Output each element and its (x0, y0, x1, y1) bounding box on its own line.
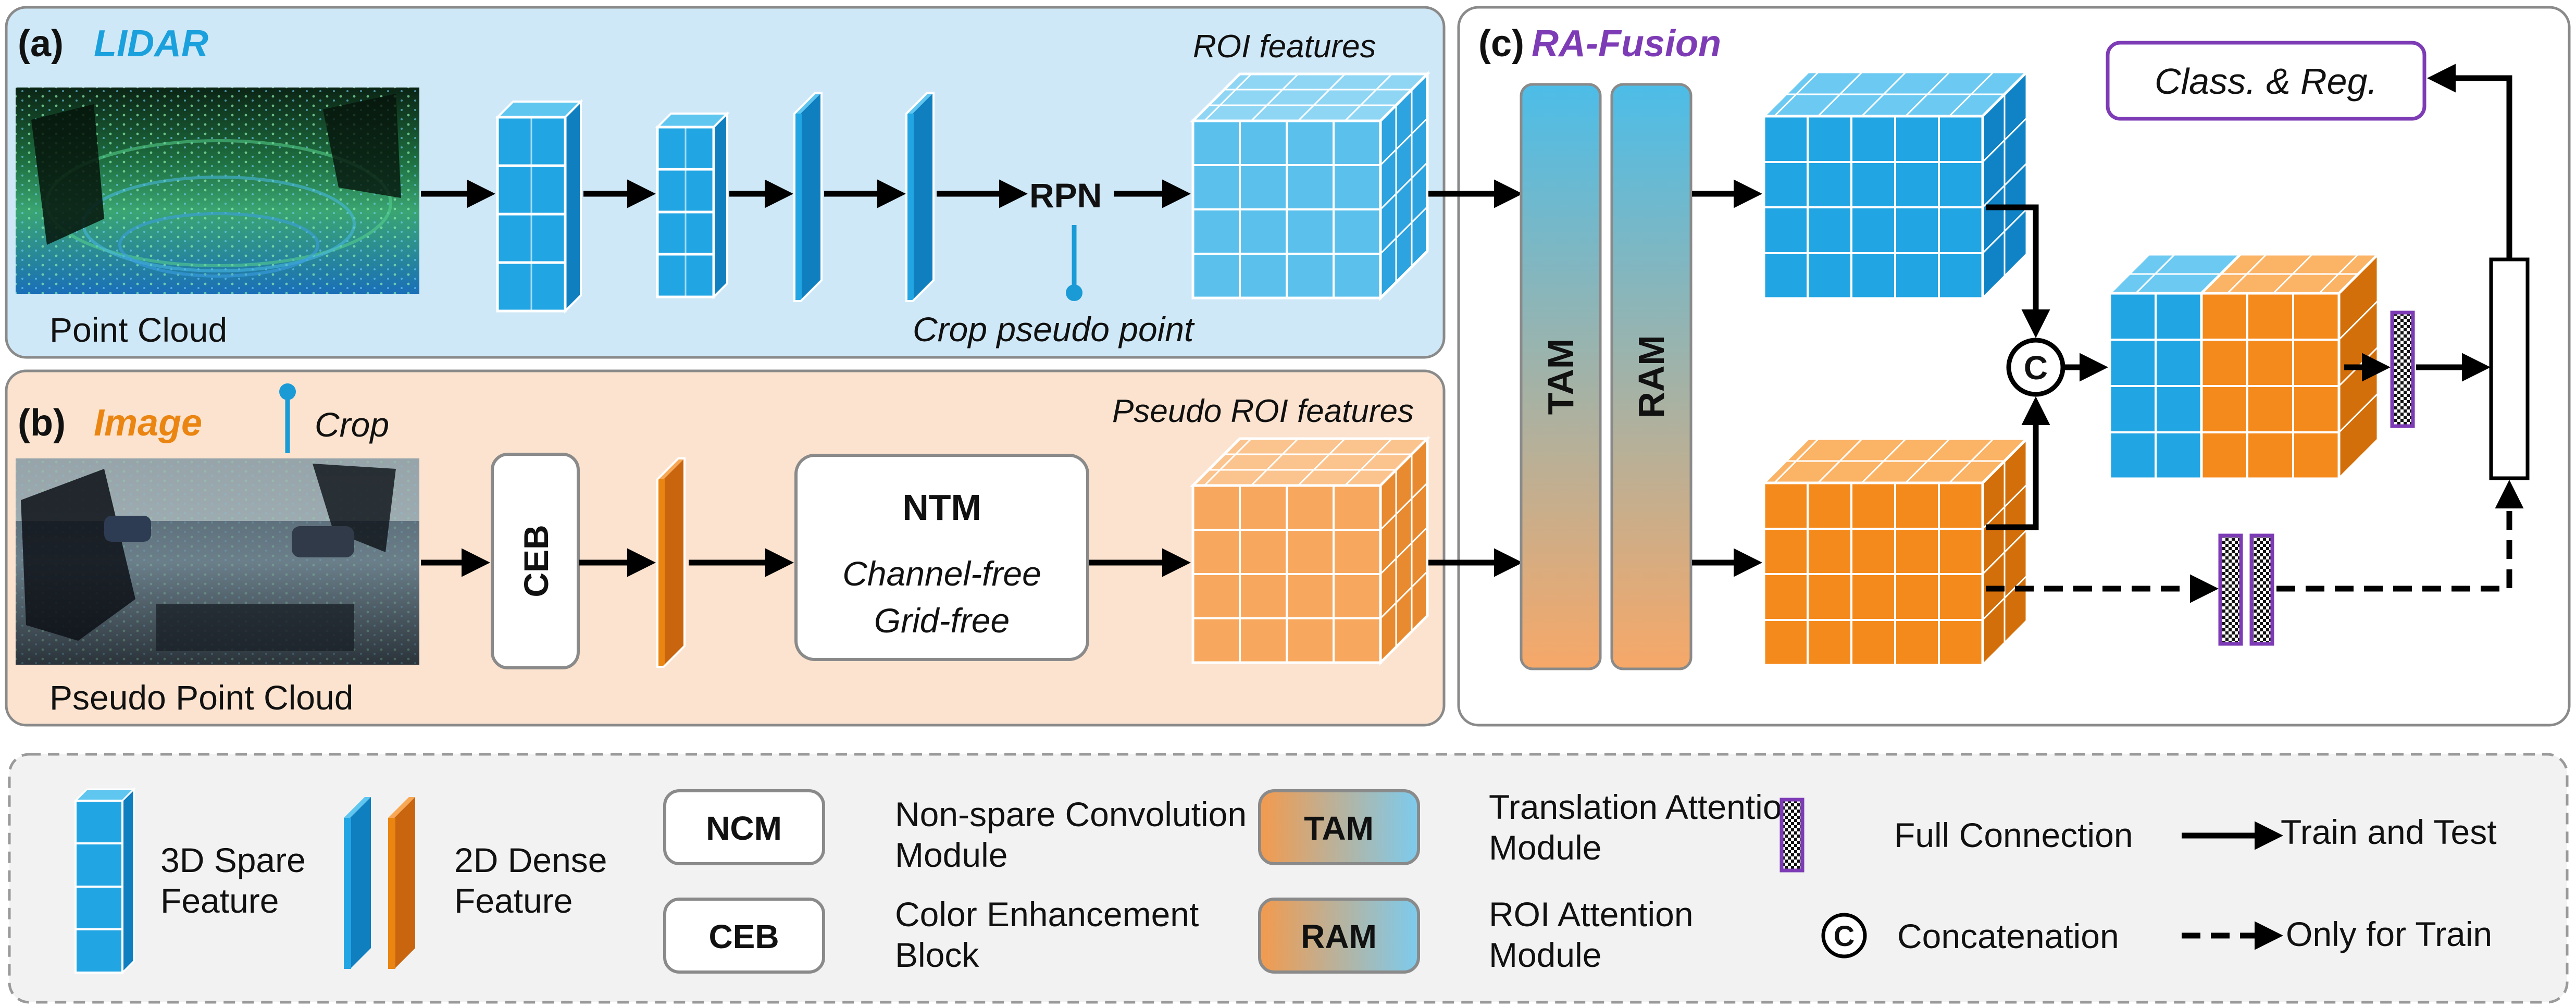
legend-tam-line2: Module (1489, 828, 1601, 867)
legend-ceb-box (663, 898, 825, 974)
ceb-label: CEB (517, 525, 555, 597)
legend-ram-line1: ROI Attention (1489, 895, 1694, 934)
concatenated-cube (2106, 251, 2382, 482)
ram-label: RAM (1631, 335, 1672, 418)
legend-concat-icon: C (1821, 913, 1867, 959)
crop-dot (279, 383, 296, 400)
legend-dense-icon (344, 797, 415, 969)
ram-bar (1610, 83, 1693, 670)
image-name: Image (94, 402, 202, 444)
crop-label: Crop (315, 405, 389, 444)
ntm-line1: Channel-free (842, 554, 1041, 593)
legend-dense-line1: 2D Dense (454, 841, 607, 879)
legend-ncm-box (663, 789, 825, 865)
ceb-module: CEB (491, 453, 580, 669)
legend-ncm-box-label: NCM (706, 810, 782, 847)
legend-sparse-line2: Feature (160, 881, 279, 920)
train-only-arrows (1986, 480, 2524, 603)
lidar-point-cloud-image (16, 88, 419, 294)
legend-ram-box-label: RAM (1301, 918, 1377, 955)
output-bar (2489, 257, 2530, 480)
legend-ceb-line1: Color Enhancement (895, 895, 1199, 934)
legend-fc-icon (1779, 798, 1805, 873)
fusion-arrows (1692, 64, 2512, 577)
lidar-sparse-feature-1 (495, 99, 583, 314)
pseudo-point-cloud-label: Pseudo Point Cloud (49, 678, 353, 717)
lidar-dense-feature-2 (905, 92, 935, 302)
concat-node: C (2006, 338, 2065, 397)
fusion-tag: (c) (1478, 23, 1524, 65)
legend-tam-box (1258, 789, 1420, 865)
roi-features-label: ROI features (1193, 29, 1376, 65)
lidar-name: LIDAR (94, 23, 208, 65)
image-tag: (b) (18, 402, 66, 444)
legend-sparse-icon (73, 787, 136, 975)
legend-panel (8, 753, 2569, 1004)
lidar-tag: (a) (18, 23, 64, 65)
ntm-line2: Grid-free (874, 601, 1010, 640)
image-dense-feature (656, 457, 686, 668)
output-label: Class. & Reg. (2155, 61, 2378, 102)
legend-sparse-line1: 3D Spare (160, 841, 306, 879)
output-box: Class. & Reg. (2106, 41, 2426, 121)
legend-fc-label: Full Connection (1894, 816, 2133, 854)
legend-ram-line2: Module (1489, 936, 1601, 974)
fused-lidar-cube (1760, 68, 2031, 302)
lidar-sparse-feature-2 (655, 111, 730, 300)
tam-label: TAM (1540, 339, 1581, 415)
ntm-module: NTM Channel-free Grid-free (794, 454, 1089, 661)
pseudo-point-cloud-image (16, 458, 419, 665)
crop-pseudo-label: Crop pseudo point (913, 310, 1195, 349)
concat-symbol: C (2024, 349, 2048, 387)
lidar-dense-feature-1 (793, 92, 823, 302)
fused-image-cube (1760, 435, 2031, 669)
legend-concat-symbol: C (1834, 919, 1855, 952)
pseudo-roi-features-cube (1189, 435, 1431, 666)
legend-dense-line2: Feature (454, 881, 573, 920)
legend-ncm-line1: Non-spare Convolution (895, 795, 1247, 833)
legend-ncm-line2: Module (895, 836, 1007, 874)
fusion-name: RA-Fusion (1532, 23, 1721, 65)
point-cloud-label: Point Cloud (49, 310, 227, 349)
legend-concat-label: Concatenation (1897, 917, 2119, 955)
pseudo-roi-features-label: Pseudo ROI features (1112, 393, 1414, 429)
legend-ceb-line2: Block (895, 936, 979, 974)
roi-features-cube (1189, 70, 1431, 302)
tam-bar (1520, 83, 1602, 670)
legend-train-test-label: Train and Test (2281, 813, 2497, 851)
legend-ram-box (1258, 898, 1420, 974)
ntm-title: NTM (902, 487, 981, 528)
legend-tam-box-label: TAM (1304, 810, 1374, 847)
legend-ceb-box-label: CEB (708, 918, 779, 955)
crop-pseudo-dot (1066, 284, 1082, 301)
fc-layer-main (2390, 310, 2415, 428)
fc-layer-aux-2 (2249, 533, 2274, 646)
fc-layer-aux-1 (2218, 533, 2243, 646)
rpn-label: RPN (1029, 176, 1102, 215)
legend-tam-line1: Translation Attention (1489, 788, 1801, 826)
legend-train-only-label: Only for Train (2286, 915, 2492, 953)
